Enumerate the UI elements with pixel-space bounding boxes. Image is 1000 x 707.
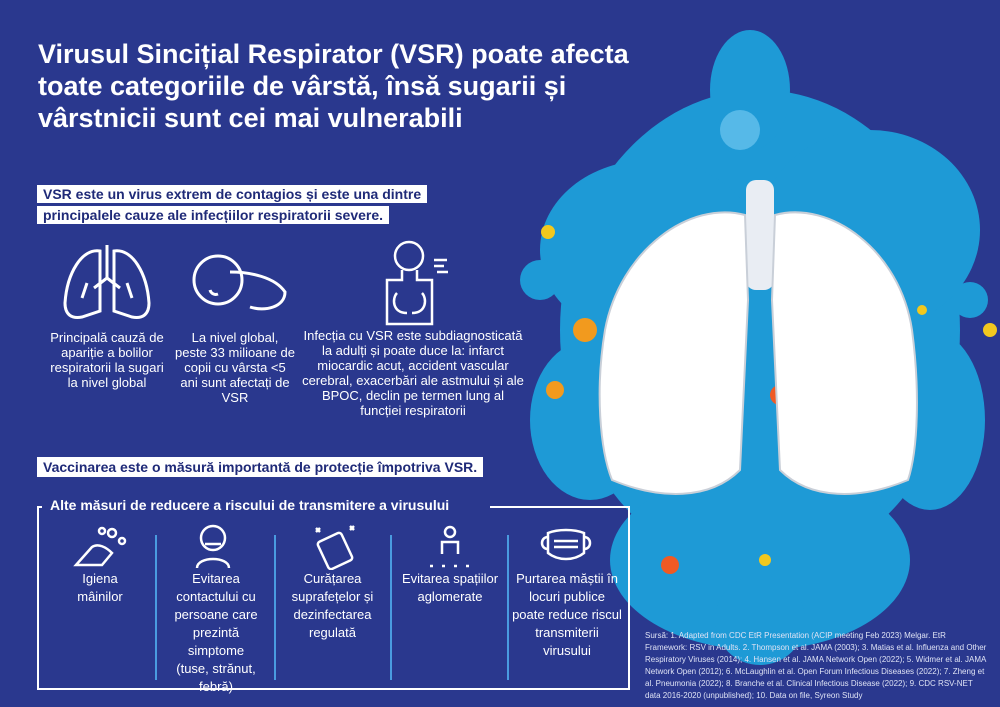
measure-hand-hygiene: Igiena mâinilor [77, 571, 123, 604]
fact-infants: Principală cauză de apariție a bolilor r… [50, 330, 164, 390]
measure-avoid-contact: Evitarea contactului cu persoane care pr… [174, 571, 258, 694]
face-mask-icon [540, 528, 592, 561]
measures-heading: Alte măsuri de reducere a riscului de tr… [46, 497, 454, 513]
hand-washing-icon [73, 526, 127, 567]
vaccination-banner: Vaccinarea este o măsură importantă de p… [37, 457, 484, 477]
respiratory-system-icon [385, 240, 448, 326]
distancing-icon [430, 525, 470, 568]
lungs-icon [63, 245, 151, 319]
highlight-statement: VSR este un virus extrem de contagios și… [37, 184, 477, 226]
divider [274, 535, 276, 680]
fact-adults: Infecția cu VSR este subdiagnosticată la… [302, 328, 524, 418]
divider [155, 535, 157, 680]
page-title: Virusul Sincițial Respirator (VSR) poate… [38, 39, 629, 133]
cleaning-icon [315, 525, 355, 570]
fact-children: La nivel global, peste 33 milioane de co… [175, 330, 295, 405]
trachea [746, 180, 774, 290]
lungs-splash-illustration [520, 30, 997, 665]
sneezing-person-icon [195, 524, 231, 569]
sources: Sursă: 1. Adapted from CDC EtR Presentat… [645, 631, 987, 700]
measures-box [37, 506, 630, 690]
divider [390, 535, 392, 680]
measure-avoid-crowds: Evitarea spațiilor aglomerate [401, 571, 499, 604]
infant-icon [192, 254, 287, 311]
measure-mask: Purtarea măștii în locuri publice poate … [512, 571, 622, 658]
measure-cleaning: Curățarea suprafețelor și dezinfectarea … [291, 571, 374, 640]
divider [507, 535, 509, 680]
